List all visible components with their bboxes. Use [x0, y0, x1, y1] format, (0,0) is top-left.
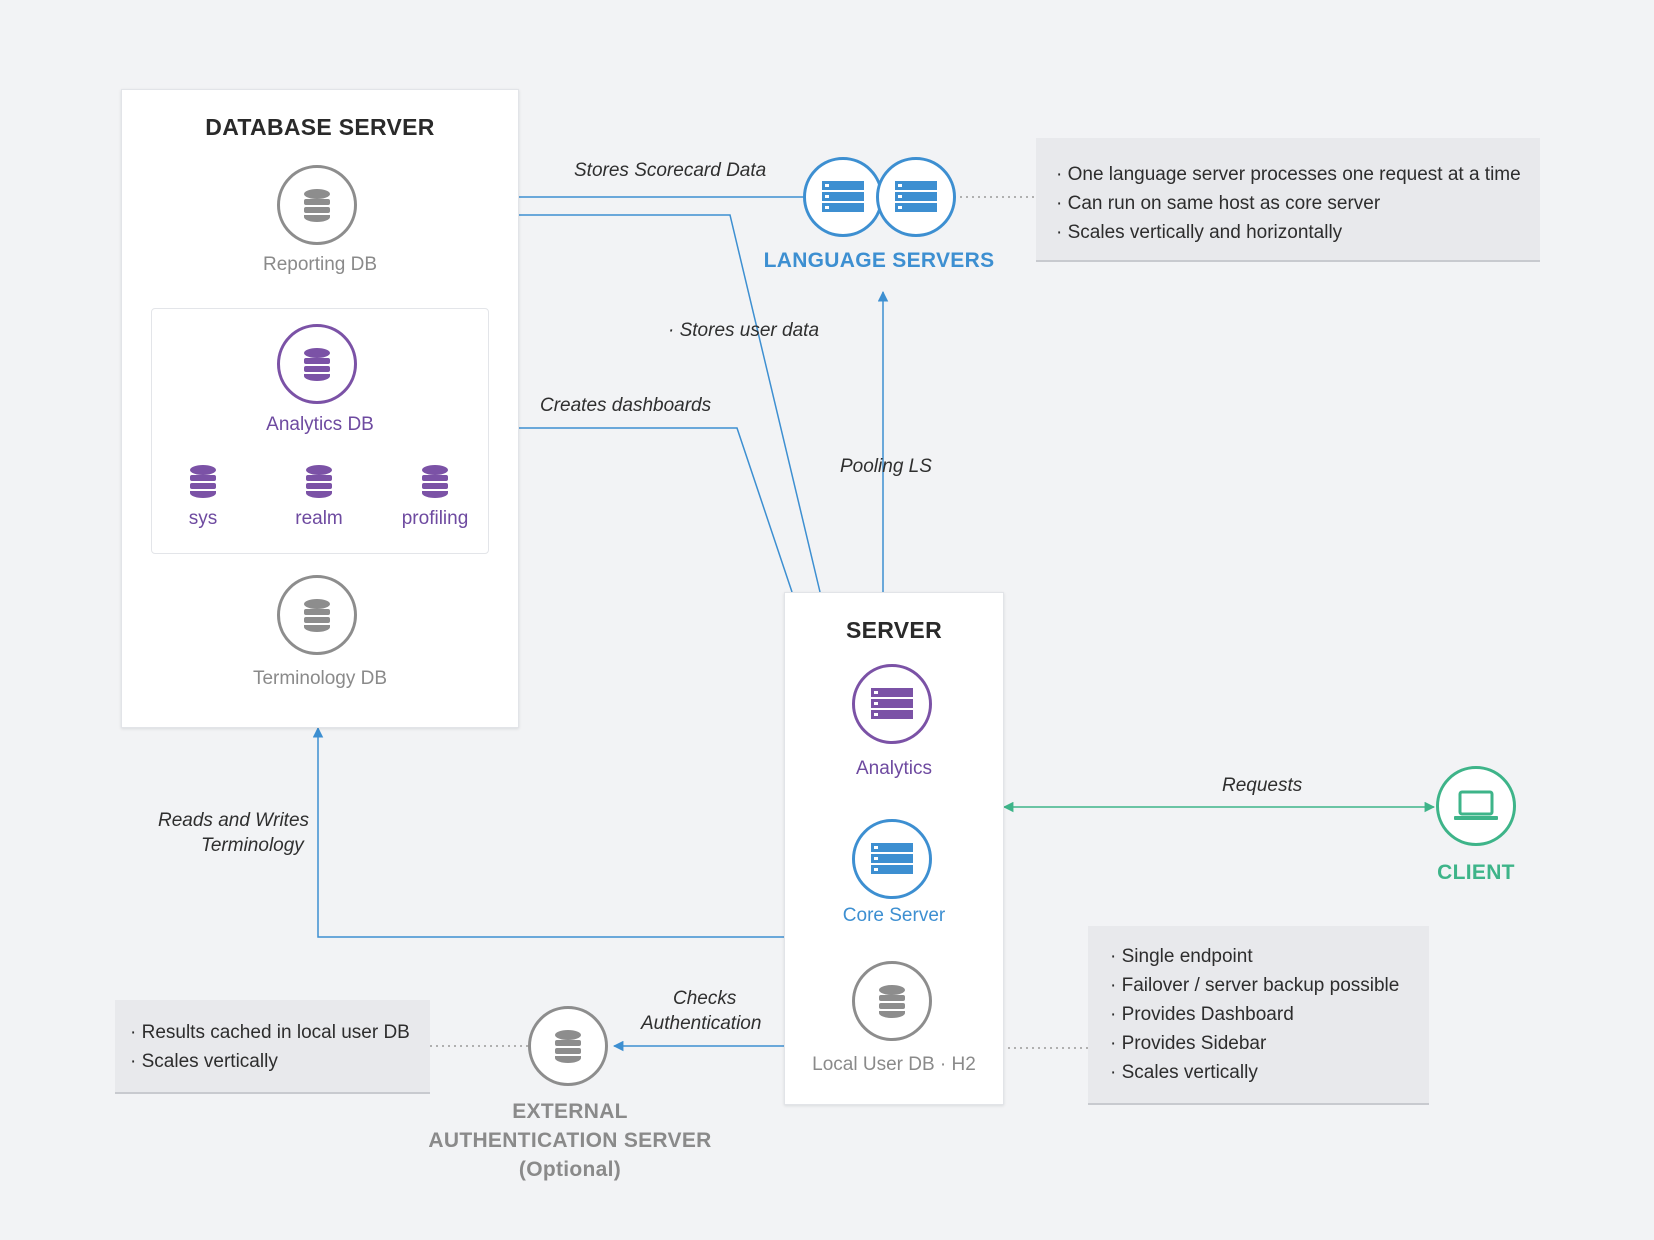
core-server-node[interactable] [852, 819, 932, 899]
database-icon [304, 189, 330, 222]
core-server-label: Core Server [842, 905, 946, 926]
language-servers-notes: · One language server processes one requ… [1036, 138, 1540, 262]
note-line: · Scales vertically [1110, 1062, 1258, 1083]
edge-reads-writes [312, 726, 784, 938]
analytics-db-label: Analytics DB [266, 414, 374, 435]
edge-creates-dashboards [487, 422, 793, 593]
edge-label-stores-user-data: · Stores user data [668, 320, 820, 341]
auth-server-notes: · Results cached in local user DB · Scal… [115, 1000, 430, 1094]
client-node[interactable] [1436, 766, 1516, 846]
server-panel: SERVER Analytics Core Server Local User … [784, 592, 1004, 1105]
database-server-title: DATABASE SERVER [205, 114, 435, 140]
language-servers-label: LANGUAGE SERVERS [763, 249, 995, 272]
sub-db-realm-label: realm [295, 508, 343, 529]
sub-db-profiling-label: profiling [401, 508, 469, 529]
edge-label-requests: Requests [1222, 775, 1303, 796]
analytics-node[interactable] [852, 664, 932, 744]
note-line: · Results cached in local user DB [130, 1022, 410, 1043]
server-rack-icon [822, 181, 864, 212]
terminology-db-label: Terminology DB [252, 668, 388, 689]
edge-label-creates-dashboards: Creates dashboards [540, 395, 712, 416]
note-line: · One language server processes one requ… [1056, 164, 1521, 185]
server-rack-icon [871, 843, 913, 874]
server-rack-icon [871, 688, 913, 719]
note-line: · Failover / server backup possible [1110, 975, 1400, 996]
sub-db-sys-label: sys [188, 508, 218, 529]
auth-server-label-line3: (Optional) [518, 1158, 622, 1181]
edge-label-stores-scorecard: Stores Scorecard Data [574, 160, 767, 181]
auth-server-label-line1: EXTERNAL [512, 1100, 628, 1123]
language-server-node-2[interactable] [876, 157, 956, 237]
edge-label-pooling-ls: Pooling LS [840, 456, 932, 477]
note-line: · Single endpoint [1110, 946, 1253, 967]
terminology-db-node[interactable] [277, 575, 357, 655]
client-label: CLIENT [1437, 861, 1515, 884]
local-user-db-label: Local User DB · H2 [812, 1054, 976, 1075]
local-user-db-node[interactable] [852, 961, 932, 1041]
server-rack-icon [895, 181, 937, 212]
auth-server-label-line2: AUTHENTICATION SERVER [428, 1129, 712, 1152]
laptop-icon [1454, 790, 1498, 820]
analytics-db-group: Analytics DB sys realm profiling [151, 308, 489, 554]
note-line: · Provides Sidebar [1110, 1033, 1267, 1054]
note-line: · Can run on same host as core server [1056, 193, 1381, 214]
server-notes: · Single endpoint · Failover / server ba… [1088, 926, 1429, 1105]
server-title: SERVER [846, 617, 942, 643]
analytics-label: Analytics [855, 758, 933, 779]
note-line: · Scales vertically [130, 1051, 278, 1072]
edge-label-reads-writes-2: Terminology [201, 835, 304, 856]
database-icon [304, 599, 330, 632]
edge-label-checks-2: Authentication [641, 1013, 762, 1034]
database-icon [190, 465, 216, 498]
database-icon [879, 985, 905, 1018]
analytics-db-node[interactable] [277, 324, 357, 404]
database-icon [422, 465, 448, 498]
database-icon [304, 348, 330, 381]
edge-label-reads-writes-1: Reads and Writes [158, 810, 310, 831]
language-server-node-1[interactable] [803, 157, 883, 237]
database-icon [555, 1030, 581, 1063]
database-server-panel: DATABASE SERVER Reporting DB Analytics D… [121, 89, 519, 728]
edge-label-checks-1: Checks [673, 988, 737, 1009]
note-line: · Scales vertically and horizontally [1056, 222, 1343, 243]
auth-server-node[interactable] [528, 1006, 608, 1086]
database-icon [306, 465, 332, 498]
note-line: · Provides Dashboard [1110, 1004, 1294, 1025]
reporting-db-node[interactable] [277, 165, 357, 245]
reporting-db-label: Reporting DB [262, 254, 378, 275]
